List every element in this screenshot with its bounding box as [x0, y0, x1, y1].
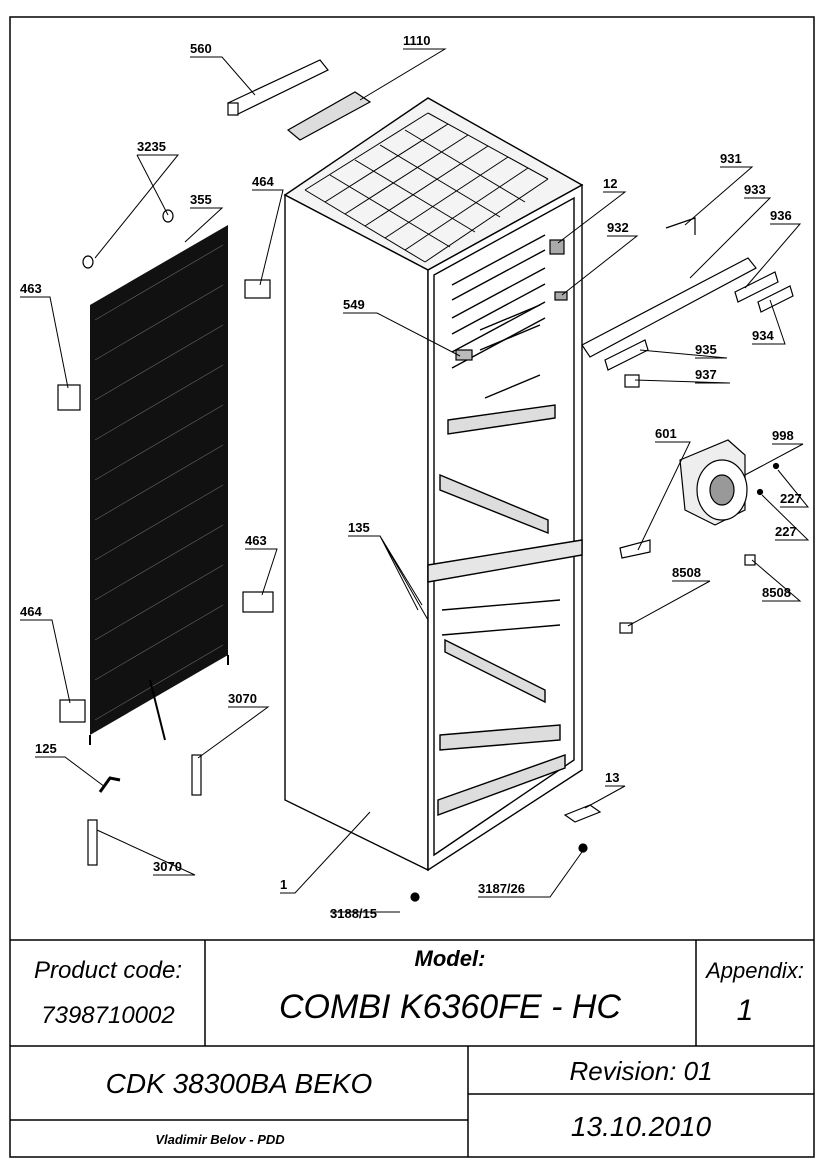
title-block: [10, 939, 814, 1157]
callout-label: 3187/26: [478, 881, 525, 896]
callout-label: 934: [752, 328, 774, 343]
callout-label: 463: [245, 533, 267, 548]
revision-date: 13.10.2010: [571, 1111, 712, 1142]
product-code-label: Product code:: [34, 957, 182, 984]
cabinet-top-grid: [304, 112, 549, 263]
callout-label: 935: [695, 342, 717, 357]
callout-label: 937: [695, 367, 717, 382]
callout-label: 931: [720, 151, 742, 166]
small-parts: [57, 59, 794, 902]
callout-label: 135: [348, 520, 370, 535]
appendix-label: Appendix:: [704, 958, 804, 983]
callout-label: 3070: [228, 691, 257, 706]
callout-label: 464: [20, 604, 42, 619]
callout-label: 463: [20, 281, 42, 296]
callout-label: 1: [280, 877, 287, 892]
callout-label: 1110: [403, 33, 431, 48]
condenser-coil: [89, 225, 229, 745]
author: Vladimir Belov - PDD: [155, 1132, 285, 1147]
leader-lines: [20, 48, 810, 913]
callout-label: 464: [252, 174, 274, 189]
callout-label: 933: [744, 182, 766, 197]
title-block-text: Product code: 7398710002 Model: COMBI K6…: [34, 946, 804, 1147]
drawing-frame: [9, 16, 815, 1158]
callout-label: 549: [343, 297, 365, 312]
callout-label: 125: [35, 741, 57, 756]
document-code: CDK 38300BA BEKO: [106, 1068, 373, 1099]
callout-label: 3070: [153, 859, 182, 874]
fridge-cabinet: [283, 97, 584, 872]
callout-label: 932: [607, 220, 629, 235]
callout-label: 936: [770, 208, 792, 223]
callout-label: 12: [603, 176, 617, 191]
callout-label: 560: [190, 41, 212, 56]
callout-label: 3235: [137, 139, 166, 154]
callout-label: 227: [780, 491, 802, 506]
callout-label: 8508: [672, 565, 701, 580]
callout-label: 227: [775, 524, 797, 539]
callout-label: 3188/15: [330, 906, 377, 921]
callout-label: 601: [655, 426, 677, 441]
callout-labels: 560 1110 3235 355 464 463 12 931 933 936…: [20, 33, 802, 921]
model-value: COMBI K6360FE - HC: [279, 988, 621, 1026]
callout-label: 8508: [762, 585, 791, 600]
appendix-value: 1: [737, 994, 754, 1027]
revision: Revision: 01: [569, 1056, 712, 1086]
callout-label: 998: [772, 428, 794, 443]
product-code-value: 7398710002: [41, 1002, 174, 1029]
callout-label: 355: [190, 192, 212, 207]
callout-label: 13: [605, 770, 619, 785]
model-label: Model:: [415, 946, 486, 971]
